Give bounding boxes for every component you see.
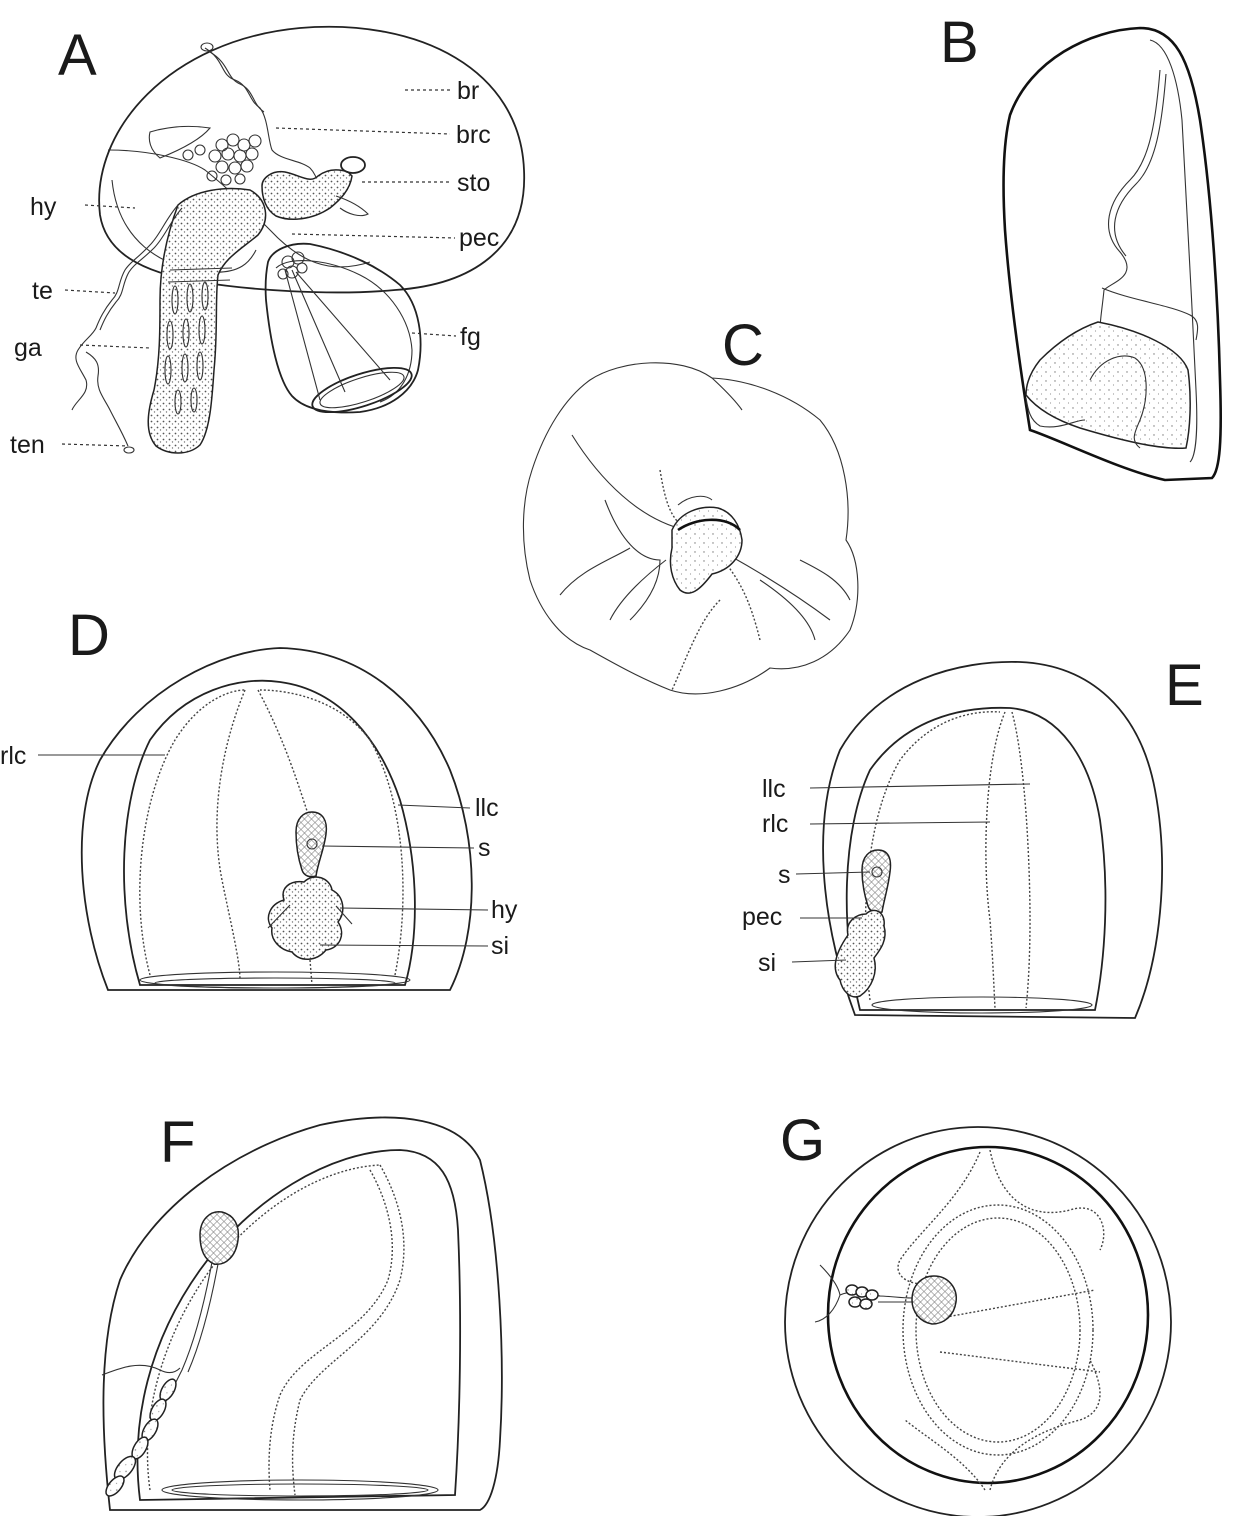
panel-e-label-llc: llc (762, 775, 786, 803)
panel-a-label-fg: fg (460, 323, 481, 351)
panel-d-label-s: s (478, 834, 491, 862)
panel-g-inner-bell (828, 1147, 1148, 1483)
panel-a-label-brc: brc (456, 121, 491, 149)
panel-e-label-s: s (778, 861, 791, 889)
panel-a-label-hy: hy (30, 193, 57, 221)
panel-a-pec-cluster (278, 252, 307, 279)
panel-g-letter: G (780, 1108, 825, 1173)
panel-a-label-sto: sto (457, 169, 490, 197)
panel-e-si (835, 910, 885, 996)
panel-a-stomach-mouth (341, 157, 365, 173)
panel-f-siphosome (103, 1377, 180, 1499)
panel-a-label-ga: ga (14, 334, 42, 362)
panel-a-label-pec: pec (459, 224, 499, 252)
panel-a-gastrozooid (148, 189, 265, 453)
panel-e-label-si: si (758, 949, 776, 977)
panel-f-bell (103, 1118, 501, 1510)
panel-g-outer-bell (785, 1127, 1171, 1516)
panel-d-s (296, 812, 326, 877)
panel-a-stomach (262, 170, 352, 219)
panel-a-label-te: te (32, 277, 53, 305)
panel-f: F (102, 1110, 502, 1510)
panel-a-letter: A (58, 23, 97, 88)
panel-a-label-br: br (457, 77, 479, 105)
panel-g-siphosome (846, 1285, 878, 1309)
panel-g-stomach (912, 1276, 956, 1324)
panel-c-letter: C (722, 313, 764, 378)
panel-a-bulb-cluster (183, 134, 261, 185)
panel-d-label-llc: llc (475, 794, 499, 822)
panel-a-bell (99, 27, 524, 293)
panel-d-si (268, 877, 342, 959)
panel-b: B (940, 10, 1221, 480)
panel-b-nectosac (1026, 322, 1190, 448)
panel-d-letter: D (68, 603, 110, 668)
panel-a-label-ten: ten (10, 431, 45, 459)
panel-f-letter: F (160, 1110, 195, 1175)
panel-f-stomach (200, 1212, 238, 1265)
panel-d: D rlc llc s hy si (0, 603, 518, 990)
panel-e-label-pec: pec (742, 903, 782, 931)
panel-d-label-si: si (491, 932, 509, 960)
panel-c: C (523, 313, 857, 694)
panel-e-letter: E (1165, 653, 1204, 718)
panel-g: G (780, 1108, 1171, 1516)
panel-e: E llc rlc s pec si (742, 653, 1204, 1018)
panel-a: A (10, 23, 524, 459)
panel-d-label-hy: hy (491, 896, 518, 924)
panel-b-letter: B (940, 10, 979, 75)
panel-a-bract-canal (205, 48, 322, 190)
panel-e-label-rlc: rlc (762, 810, 788, 838)
panel-g-nectosac (903, 1205, 1093, 1455)
panel-d-label-rlc: rlc (0, 742, 26, 770)
